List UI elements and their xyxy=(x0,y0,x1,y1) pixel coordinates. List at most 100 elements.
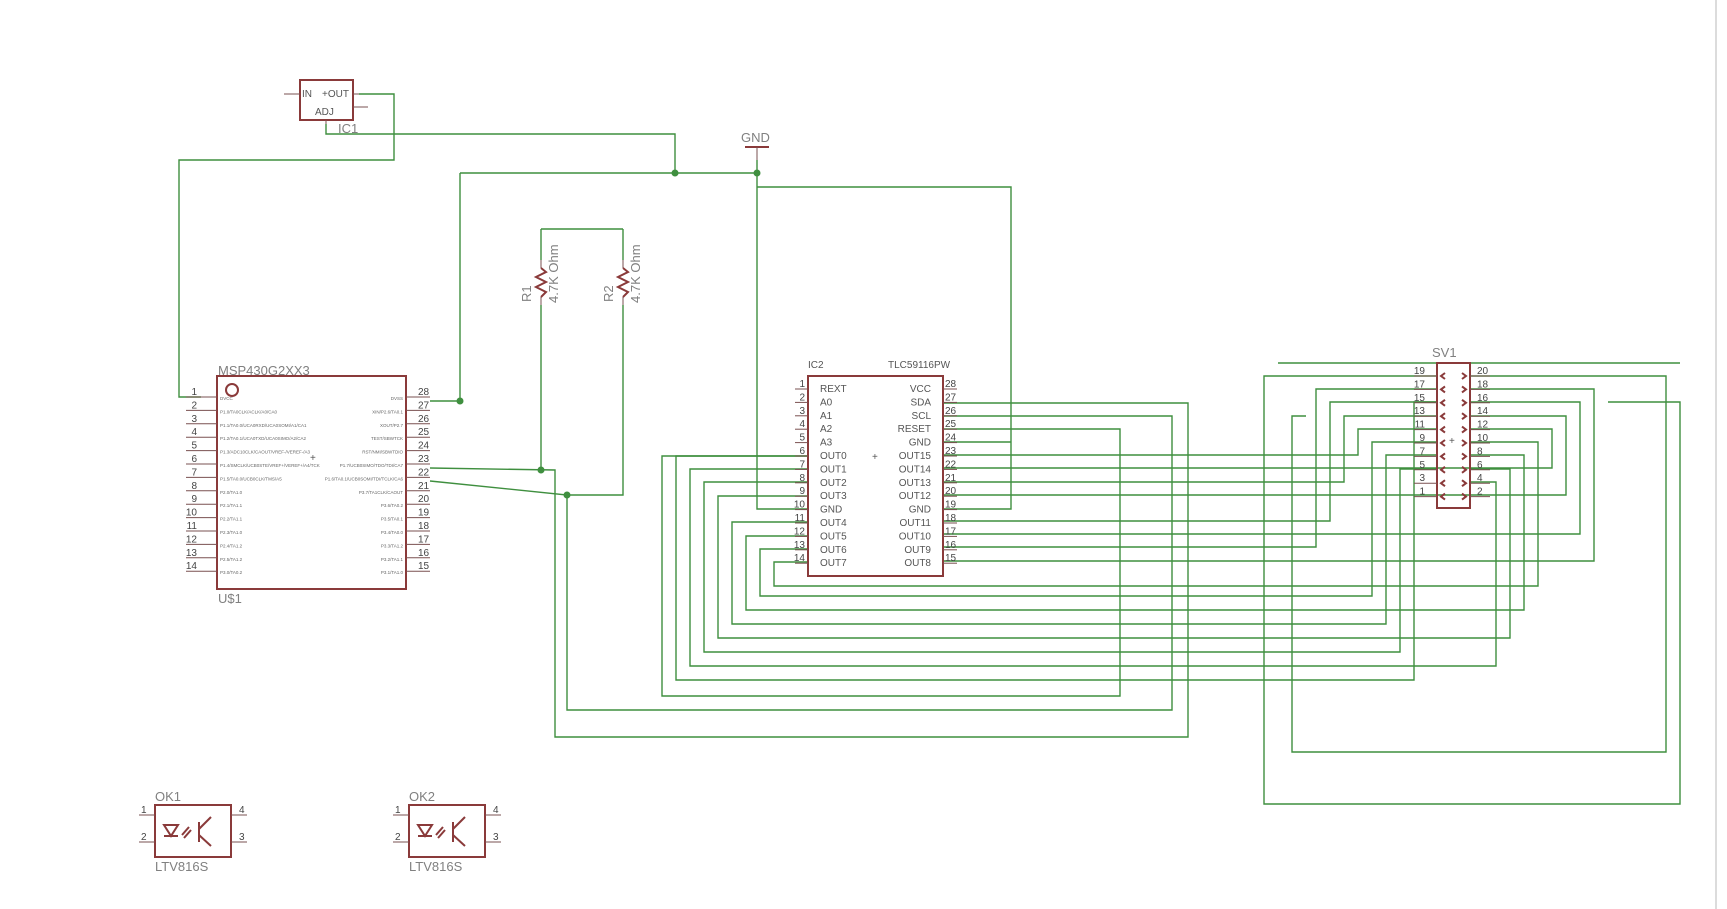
net-loop-b xyxy=(1291,375,1667,753)
net-out5 xyxy=(745,454,1525,611)
net-out12 xyxy=(943,415,1567,496)
pin-number: 25 xyxy=(945,419,957,430)
pin-number: 5 xyxy=(191,441,197,452)
pin-signal: OUT10 xyxy=(899,531,932,542)
net-loop-a xyxy=(1263,375,1681,805)
pin-signal: REXT xyxy=(820,384,847,395)
pin-number: 26 xyxy=(945,406,957,417)
connector-pin-number: 20 xyxy=(1477,366,1489,377)
connector-pin-mark xyxy=(1439,372,1446,380)
net-gnd-vert xyxy=(756,160,808,510)
connector-pin-number: 19 xyxy=(1414,366,1426,377)
gnd-symbol: GND xyxy=(741,130,770,160)
driver-body xyxy=(807,375,944,577)
pin-number: 2 xyxy=(191,400,197,411)
mcu-center-mark: + xyxy=(310,453,316,464)
pin-number: 10 xyxy=(186,508,198,519)
driver-name: IC2 xyxy=(808,360,824,371)
opto-light-arrow xyxy=(435,826,444,836)
net-gnd-mcu xyxy=(430,173,461,402)
connector-center-mark: + xyxy=(1449,436,1455,447)
resistor-r2-name: R2 xyxy=(601,285,616,302)
connector-pin-mark xyxy=(1439,425,1446,434)
pin-number: 6 xyxy=(191,454,197,465)
connector-pin-mark xyxy=(1461,399,1468,407)
mcu-name: U$1 xyxy=(218,591,242,606)
net-out2 xyxy=(703,468,1437,653)
pin-signal: OUT6 xyxy=(820,545,847,556)
junction-dot xyxy=(537,466,545,474)
net-out10 xyxy=(943,401,1581,535)
net-out14 xyxy=(943,428,1553,469)
connector-pin-mark xyxy=(1461,372,1468,380)
pin-signal: OUT0 xyxy=(820,451,847,462)
net-out11 xyxy=(943,401,1437,522)
pin-signal: OUT2 xyxy=(820,478,847,489)
pin-number: 2 xyxy=(799,392,805,403)
pin-number: 13 xyxy=(794,540,806,551)
resistor-r2-value: 4.7K Ohm xyxy=(628,244,643,303)
pin-signal: P1.2/TA0.1/UCA0TXD/UCA0SIMO/A2/CA2 xyxy=(220,436,306,441)
pin-signal: OUT7 xyxy=(820,558,847,569)
opto-name: OK2 xyxy=(409,789,435,804)
connector-name: SV1 xyxy=(1432,345,1457,360)
pin-signal: P3.3/TA1.2 xyxy=(381,543,404,548)
opto-pin-label: 3 xyxy=(493,832,499,843)
junction-dot xyxy=(753,169,761,177)
connector-pin-number: 8 xyxy=(1477,446,1483,457)
opto-value: LTV816S xyxy=(409,859,463,874)
pin-number: 12 xyxy=(794,526,806,537)
pin-number: 11 xyxy=(187,521,198,532)
opto-pin-label: 2 xyxy=(395,832,401,843)
pin-signal: P3.6/TA0.2 xyxy=(381,503,404,508)
pin-number: 11 xyxy=(795,513,806,524)
pin-number: 19 xyxy=(945,500,957,511)
net-out3 xyxy=(717,468,1511,639)
pin-number: 8 xyxy=(191,481,197,492)
opto-pin-label: 1 xyxy=(141,805,147,816)
pin-number: 7 xyxy=(191,467,197,478)
opto-ok1[interactable]: OK1 LTV816S 1 2 4 3 xyxy=(139,789,247,874)
junction-dot xyxy=(456,397,464,405)
pin-number: 9 xyxy=(191,494,197,505)
pin-number: 27 xyxy=(418,400,430,411)
pin-number: 17 xyxy=(418,534,430,545)
opto-pin-label: 1 xyxy=(395,805,401,816)
connector-pin-number: 14 xyxy=(1477,406,1489,417)
opto-ok2[interactable]: OK2 LTV816S 1 2 4 3 xyxy=(393,789,501,874)
pin-signal: P2.0/TA1.0 xyxy=(220,490,243,495)
net-out1 xyxy=(689,468,1497,667)
regulator-ic1[interactable]: IN +OUT ADJ IC1 xyxy=(284,79,368,136)
pin-number: 21 xyxy=(945,473,957,484)
pin-signal: P1.5/TA0.0/UCB0CLK/TMS/A5 xyxy=(220,476,282,481)
junction-dot xyxy=(563,491,571,499)
opto-led-icon xyxy=(416,824,434,838)
net-scl-r2 xyxy=(567,305,624,496)
pin-signal: OUT3 xyxy=(820,491,847,502)
pin-number: 18 xyxy=(945,513,957,524)
regulator-adj-label: ADJ xyxy=(315,107,334,118)
pin-signal: P2.1/TA1.1 xyxy=(220,503,243,508)
resistor-r1[interactable]: R1 4.7K Ohm xyxy=(519,244,561,305)
pin-number: 14 xyxy=(186,561,198,572)
pin-signal: DVSS xyxy=(391,396,403,401)
opto-body xyxy=(154,804,232,858)
pin-signal: P2.2/TA1.1 xyxy=(220,517,243,522)
connector-pin-number: 15 xyxy=(1414,393,1426,404)
mcu-u1[interactable]: MSP430G2XX3 U$1 + 1DVCC2P1.0/TA0CLK/ACLK… xyxy=(186,363,430,606)
connector-pin-mark xyxy=(1439,412,1446,420)
regulator-out-label: +OUT xyxy=(322,89,349,100)
pin-signal: A0 xyxy=(820,397,833,408)
connector-pin-mark xyxy=(1439,492,1446,501)
pin-number: 1 xyxy=(799,379,805,390)
pin-signal: OUT12 xyxy=(899,491,932,502)
opto-pin-label: 4 xyxy=(239,805,245,816)
connector-pin-number: 9 xyxy=(1419,433,1425,444)
connector-pin-number: 2 xyxy=(1477,487,1483,498)
pin-number: 4 xyxy=(191,427,197,438)
resistor-r2[interactable]: R2 4.7K Ohm xyxy=(601,244,643,305)
connector-pin-number: 11 xyxy=(1415,420,1426,431)
net-sda xyxy=(429,402,1189,738)
